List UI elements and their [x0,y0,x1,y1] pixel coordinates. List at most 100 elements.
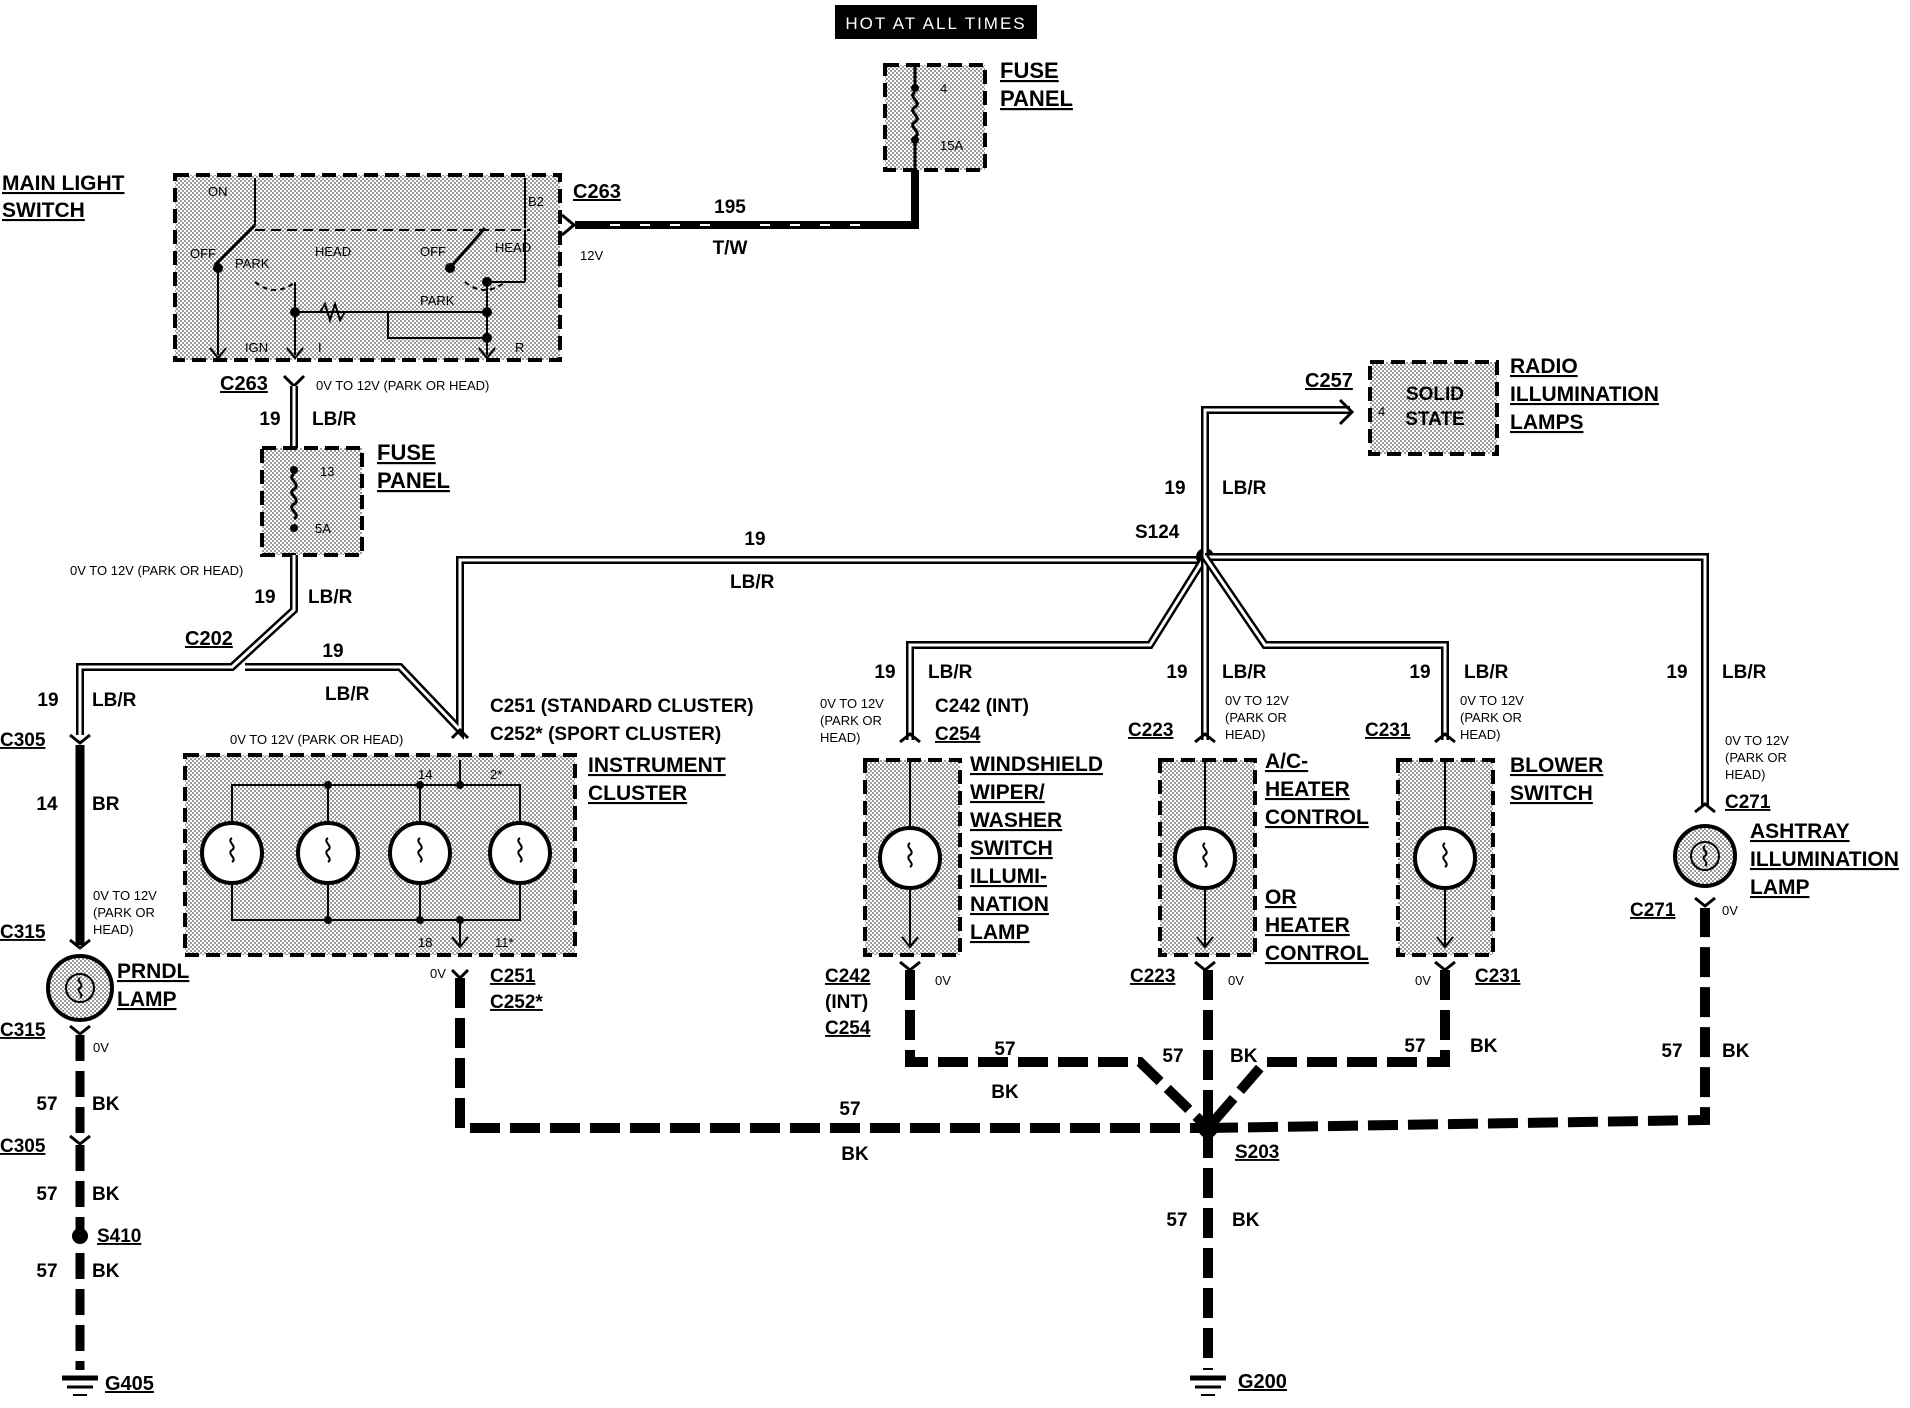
svg-text:0V TO 12V: 0V TO 12V [820,696,884,711]
svg-text:PRNDL: PRNDL [117,960,190,983]
svg-text:RADIO: RADIO [1510,355,1578,378]
svg-text:57: 57 [1661,1041,1682,1062]
instrument-cluster: 14 2* 18 11* [183,753,577,957]
wire-19-lbr-left-bus [76,555,1205,740]
ground-g200-icon [1190,1375,1226,1396]
connector-c252-sport: C252* (SPORT CLUSTER) [490,724,721,745]
svg-text:LAMP: LAMP [1750,876,1810,899]
svg-text:ILLUMI-: ILLUMI- [970,865,1047,888]
svg-text:LB/R: LB/R [730,572,775,593]
svg-text:C305: C305 [0,1136,46,1157]
svg-text:0V: 0V [1722,903,1738,918]
svg-text:C242: C242 [825,966,870,987]
instrument-cluster-label-2: CLUSTER [588,782,687,805]
svg-text:I: I [318,340,322,355]
svg-text:BK: BK [92,1094,120,1115]
svg-text:S410: S410 [97,1226,141,1247]
svg-text:LB/R: LB/R [1464,662,1509,683]
fuse-panel-mid: 13 5A [260,446,364,557]
svg-text:C223: C223 [1130,966,1175,987]
svg-text:HEAD): HEAD) [820,730,860,745]
cluster-bulb-icon [200,821,264,885]
svg-text:19: 19 [259,409,280,430]
svg-text:57: 57 [36,1184,57,1205]
svg-text:LAMP: LAMP [970,921,1030,944]
svg-text:0V TO 12V (PARK OR HEAD): 0V TO 12V (PARK OR HEAD) [230,732,403,747]
svg-text:0V TO 12V: 0V TO 12V [1725,733,1789,748]
svg-text:0V: 0V [1415,973,1431,988]
svg-text:BLOWER: BLOWER [1510,754,1603,777]
svg-text:0V: 0V [93,1040,109,1055]
bulb-icon [1702,845,1708,867]
svg-text:ON: ON [208,184,228,199]
svg-text:BK: BK [92,1261,120,1282]
fuse-panel-top: 4 15A [883,63,987,172]
cluster-bulb-icon [488,821,552,885]
voltage-12v: 12V [580,248,603,263]
svg-text:CONTROL: CONTROL [1265,806,1369,829]
svg-text:HEAD: HEAD [495,240,531,255]
svg-text:LAMPS: LAMPS [1510,411,1584,434]
svg-text:LB/R: LB/R [92,690,137,711]
svg-text:WINDSHIELD: WINDSHIELD [970,753,1103,776]
svg-text:0V TO 12V (PARK OR HEAD): 0V TO 12V (PARK OR HEAD) [316,378,489,393]
svg-text:BK: BK [92,1184,120,1205]
svg-text:C315: C315 [0,1020,46,1041]
svg-text:OFF: OFF [420,244,446,259]
svg-text:STATE: STATE [1405,409,1464,430]
svg-text:4: 4 [1378,404,1385,419]
fuse-panel-top-label-1: FUSE [1000,58,1059,83]
svg-text:BK: BK [991,1082,1019,1103]
svg-text:HEAD): HEAD) [93,922,133,937]
svg-text:57: 57 [994,1039,1015,1060]
ashtray-lamp [1673,824,1737,888]
hot-at-all-times-banner [835,5,1037,39]
connector-c263-bottom: C263 [220,373,268,395]
svg-text:13: 13 [320,464,334,479]
svg-text:14: 14 [418,767,432,782]
wire-195 [575,170,919,229]
fuse-icon [911,90,919,139]
svg-text:BK: BK [1722,1041,1750,1062]
wire-19-lbr-branches [906,553,1709,805]
svg-text:LB/R: LB/R [928,662,973,683]
svg-text:C271: C271 [1630,900,1676,921]
svg-text:C252*: C252* [490,992,543,1013]
ground-g405-icon [62,1375,98,1396]
windshield-lamp [863,758,962,957]
svg-text:ASHTRAY: ASHTRAY [1750,820,1850,843]
svg-text:(PARK OR: (PARK OR [93,905,155,920]
svg-text:HEAD): HEAD) [1460,727,1500,742]
splice-s410 [72,1228,88,1244]
svg-text:LB/R: LB/R [1222,478,1267,499]
svg-text:19: 19 [1164,478,1185,499]
svg-text:19: 19 [744,529,765,550]
svg-text:G405: G405 [105,1373,154,1395]
svg-text:C231: C231 [1365,720,1411,741]
connector-c263-symbol [561,213,577,237]
svg-text:LB/R: LB/R [325,684,370,705]
wire-195-label: 195 [714,197,746,218]
fuse-panel-mid-label-2: PANEL [377,468,450,493]
svg-text:C223: C223 [1128,720,1173,741]
wire-19-lbr-radio [1201,406,1350,557]
svg-text:0V TO 12V: 0V TO 12V [93,888,157,903]
svg-text:BK: BK [1230,1046,1258,1067]
svg-text:CONTROL: CONTROL [1265,942,1369,965]
svg-text:LB/R: LB/R [308,587,353,608]
svg-text:BK: BK [1232,1210,1260,1231]
svg-text:ILLUMINATION: ILLUMINATION [1510,383,1659,406]
svg-text:OR: OR [1265,886,1297,909]
svg-text:0V TO 12V (PARK OR HEAD): 0V TO 12V (PARK OR HEAD) [70,563,243,578]
svg-text:0V TO 12V: 0V TO 12V [1225,693,1289,708]
svg-text:C254: C254 [825,1018,871,1039]
svg-text:R: R [515,340,524,355]
fuse-panel-top-label-2: PANEL [1000,86,1073,111]
svg-text:OFF: OFF [190,246,216,261]
svg-text:C271: C271 [1725,792,1771,813]
svg-text:WASHER: WASHER [970,809,1062,832]
svg-text:BR: BR [92,794,120,815]
svg-text:C231: C231 [1475,966,1521,987]
connector-c263-top: C263 [573,181,621,203]
svg-text:0V TO 12V: 0V TO 12V [1460,693,1524,708]
